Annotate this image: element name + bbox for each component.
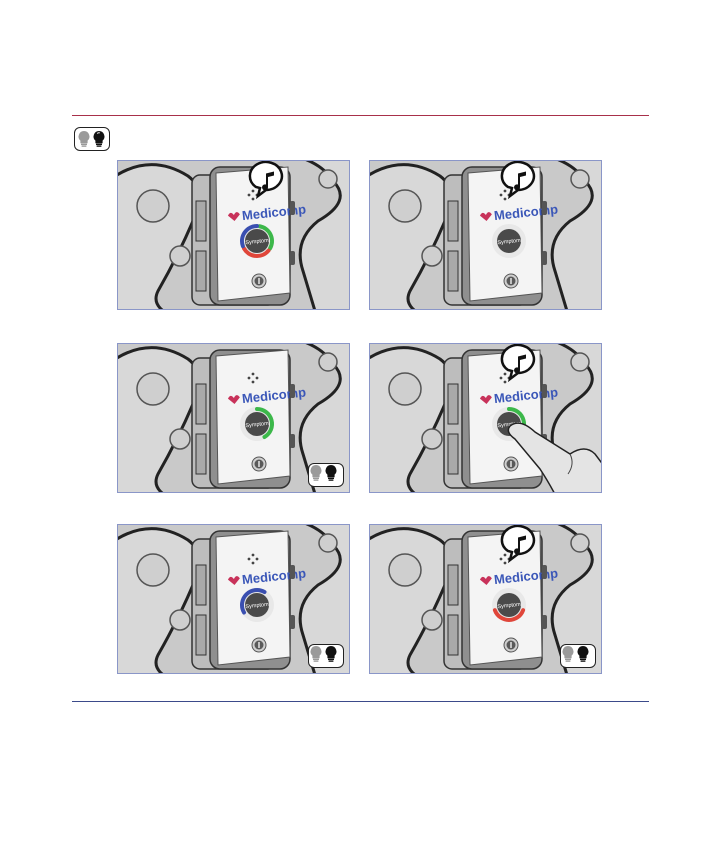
holter-illustration-panel: Medicomp Symptom — [117, 343, 350, 493]
monitor-device-illustration: Medicomp Symptom — [370, 344, 602, 493]
lightbulb-pair-icon — [309, 645, 339, 663]
top-divider — [72, 115, 649, 116]
holter-illustration-panel: Medicomp Symptom — [369, 524, 602, 674]
holter-illustration-panel: Medicomp Symptom — [369, 343, 602, 493]
lightbulb-indicator-badge — [560, 644, 596, 668]
holter-illustration-panel: Medicomp Symptom — [117, 160, 350, 310]
holter-illustration-panel: Medicomp Symptom — [117, 524, 350, 674]
monitor-device-illustration: Medicomp Symptom — [370, 161, 602, 310]
monitor-device-illustration: Medicomp Symptom — [118, 161, 350, 310]
lightbulb-pair-icon — [561, 645, 591, 663]
lightbulb-indicator-legend — [74, 127, 110, 151]
lightbulb-pair-icon — [77, 130, 107, 148]
lightbulb-indicator-badge — [308, 463, 344, 487]
bottom-divider — [72, 701, 649, 702]
lightbulb-indicator-badge — [308, 644, 344, 668]
lightbulb-pair-icon — [309, 464, 339, 482]
holter-illustration-panel: Medicomp Symptom — [369, 160, 602, 310]
